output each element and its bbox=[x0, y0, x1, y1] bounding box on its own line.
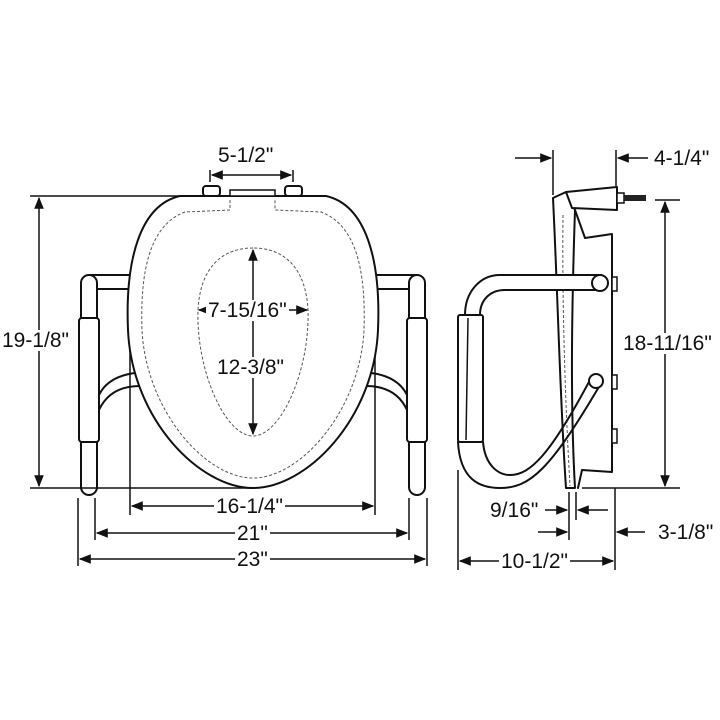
dim-seat-height: 18-11/16" bbox=[621, 332, 714, 355]
dim-hinge-spacing: 5-1/2" bbox=[216, 144, 276, 167]
dim-overall-height: 19-1/8" bbox=[0, 329, 71, 352]
dim-hinge-depth: 4-1/4" bbox=[652, 147, 712, 170]
dim-overall-depth: 10-1/2" bbox=[499, 550, 570, 573]
side-view bbox=[457, 150, 680, 570]
dim-overall-width: 23" bbox=[235, 548, 270, 571]
dim-opening-width: 7-15/16" bbox=[206, 299, 289, 322]
dim-opening-length: 12-3/8" bbox=[215, 356, 286, 379]
dim-inner-arm-width: 16-1/4" bbox=[214, 495, 285, 518]
right-arm bbox=[339, 274, 428, 515]
dim-rear-offset: 3-1/8" bbox=[656, 521, 716, 544]
dim-arm-width: 21" bbox=[235, 522, 270, 545]
dim-seat-thickness: 9/16" bbox=[488, 499, 541, 522]
